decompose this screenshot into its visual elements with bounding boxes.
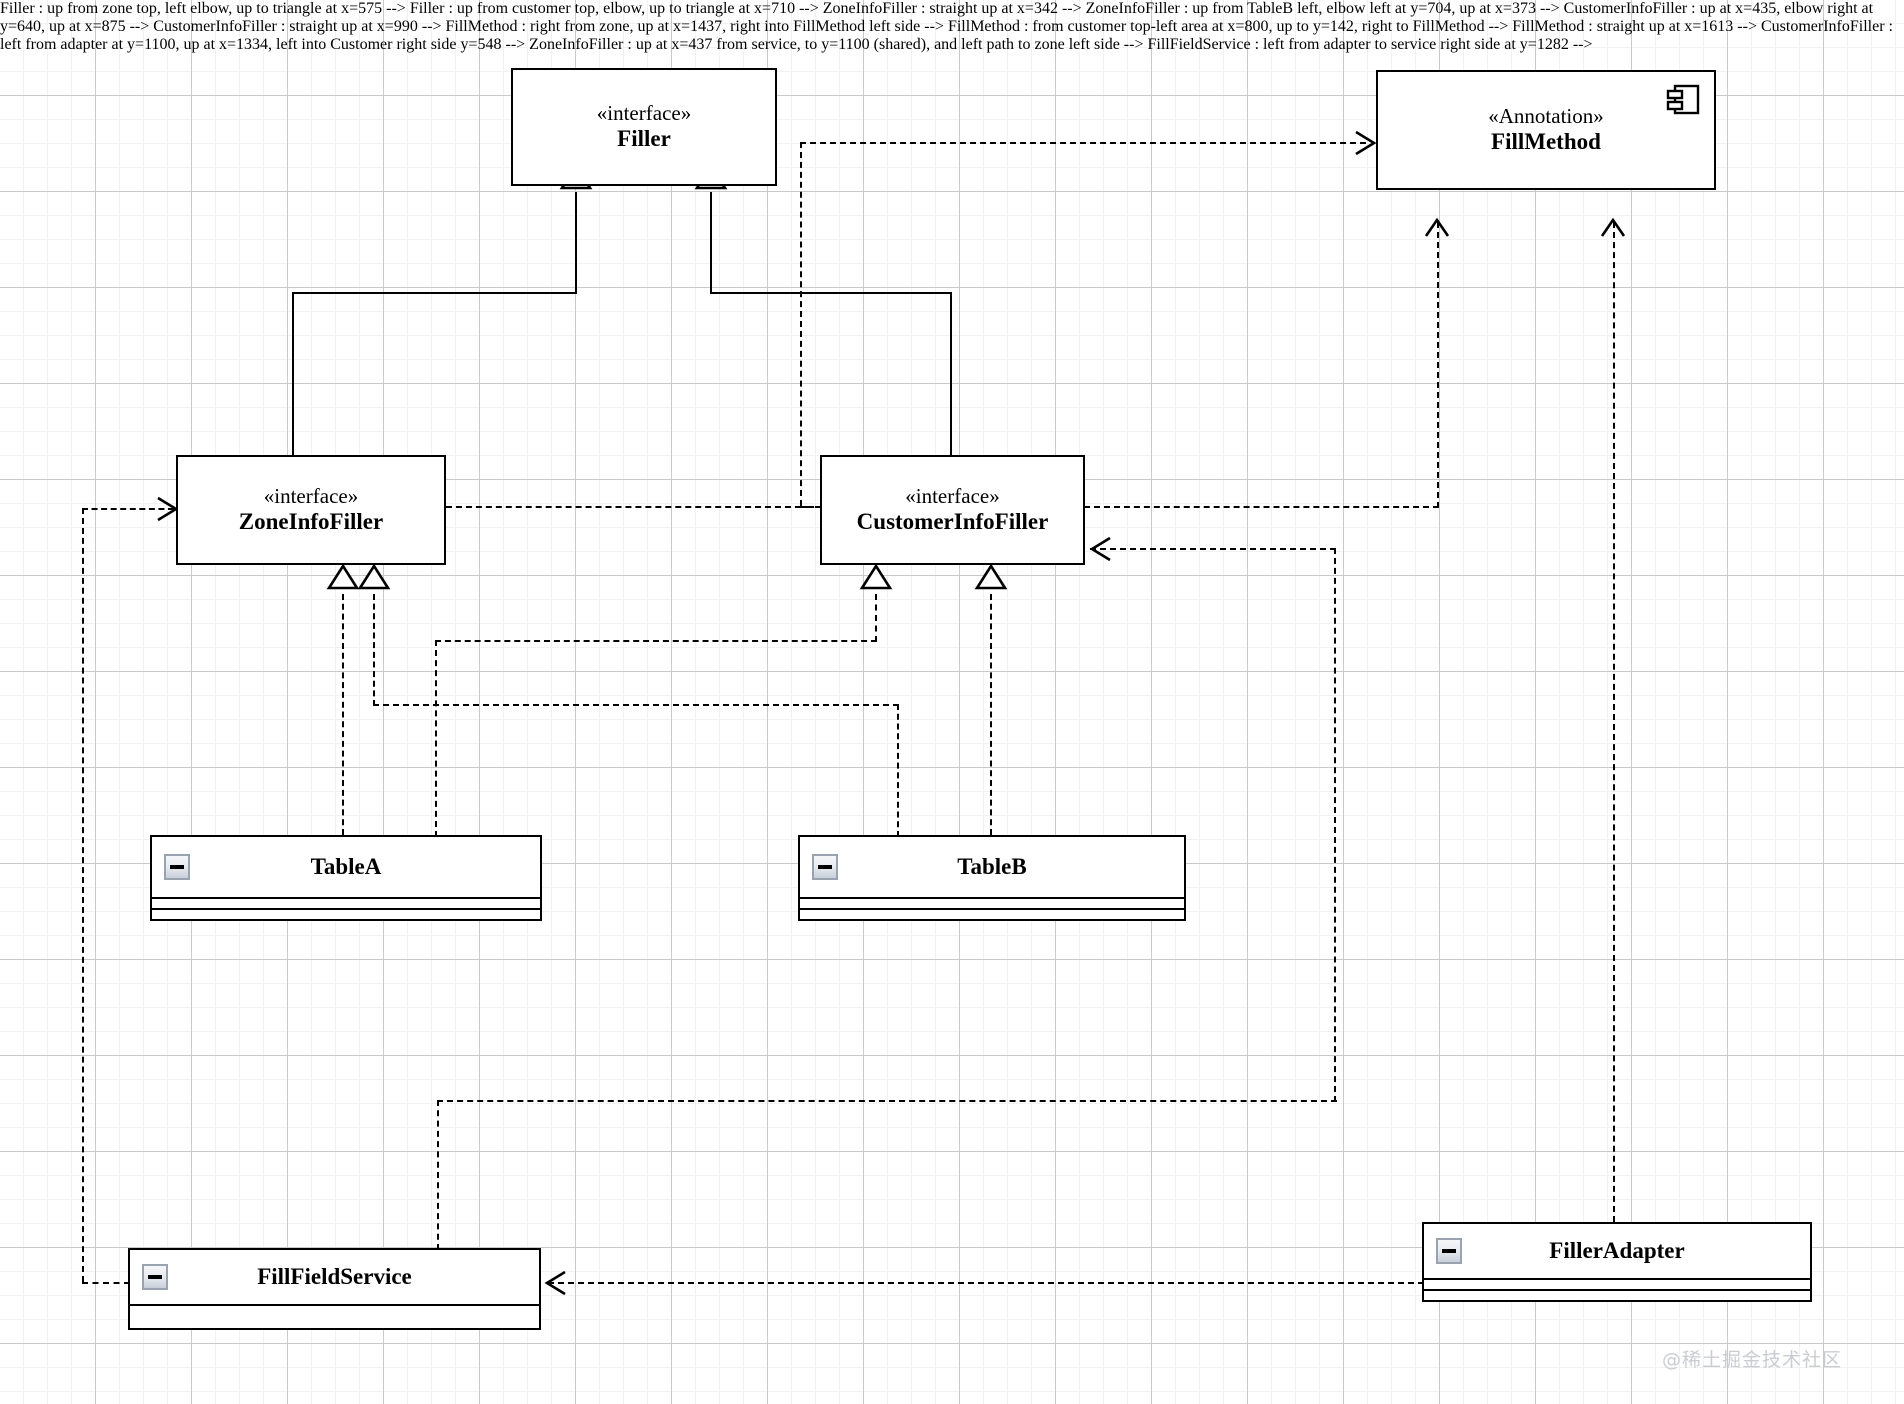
filler-stereotype: «interface» xyxy=(596,101,692,126)
edge-service-uses-zone-vert1 xyxy=(437,1100,439,1250)
edge-zone-extends-filler-vert1 xyxy=(292,292,294,457)
node-filler-adapter[interactable]: FillerAdapter xyxy=(1422,1222,1812,1302)
edge-tablea-realizes-customer-vert2 xyxy=(875,594,877,642)
node-customer-info-filler[interactable]: «interface» CustomerInfoFiller xyxy=(820,455,1085,565)
node-zone-info-filler[interactable]: «interface» ZoneInfoFiller xyxy=(176,455,446,565)
edge-tableb-realizes-customer xyxy=(990,594,992,835)
table-b-title-row: TableB xyxy=(800,837,1184,897)
fill-field-service-members-compartment xyxy=(130,1304,539,1328)
edge-adapter-uses-customer-vert xyxy=(1334,548,1336,1102)
table-b-name: TableB xyxy=(957,854,1027,879)
edge-customer-extends-filler-horiz xyxy=(710,292,952,294)
dependency-arrow-adapter-to-customer xyxy=(1088,536,1114,564)
dependency-arrow-customer-to-fillmethod xyxy=(1355,130,1378,158)
edge-service-uses-zone-horiz-bottom xyxy=(82,1282,130,1284)
table-b-attributes-compartment xyxy=(800,897,1184,908)
edge-adapter-uses-service xyxy=(548,1282,1424,1284)
table-a-title-row: TableA xyxy=(152,837,540,897)
fill-field-service-name: FillFieldService xyxy=(257,1264,412,1289)
edge-tableb-realizes-zone-vert2 xyxy=(373,594,375,706)
edge-adapter-uses-fillmethod xyxy=(1613,222,1615,1222)
filler-adapter-attributes-compartment xyxy=(1424,1278,1810,1289)
edge-zone-extends-filler-vert2 xyxy=(575,192,577,294)
dependency-arrow-zone-to-fillmethod xyxy=(1424,217,1452,244)
fill-method-stereotype: «Annotation» xyxy=(1488,104,1604,129)
edge-zone-uses-fillmethod-vert xyxy=(1437,222,1439,508)
table-a-operations-compartment xyxy=(152,908,540,919)
watermark: @稀土掘金技术社区 xyxy=(1662,1349,1843,1371)
edge-tableb-realizes-zone-vert1 xyxy=(897,704,899,837)
edge-customer-extends-filler-vert1 xyxy=(950,292,952,457)
edge-service-uses-zone-horiz-top xyxy=(82,508,174,510)
edge-tablea-realizes-zone xyxy=(342,594,344,835)
node-filler[interactable]: «interface» Filler xyxy=(511,68,777,186)
node-table-b[interactable]: TableB xyxy=(798,835,1186,921)
node-table-a[interactable]: TableA xyxy=(150,835,542,921)
edge-customer-extends-filler-vert2 xyxy=(710,192,712,294)
fill-method-name: FillMethod xyxy=(1491,129,1601,155)
edge-customer-uses-fillmethod-horiz xyxy=(800,142,1366,144)
zone-info-filler-name: ZoneInfoFiller xyxy=(238,509,384,535)
fill-field-service-title-row: FillFieldService xyxy=(130,1250,539,1304)
edge-tableb-realizes-zone-horiz xyxy=(373,704,899,706)
edge-zone-extends-filler-horiz xyxy=(292,292,577,294)
customer-info-filler-name: CustomerInfoFiller xyxy=(856,509,1049,535)
edge-customer-uses-fillmethod-vert xyxy=(800,142,802,506)
node-fill-field-service[interactable]: FillFieldService xyxy=(128,1248,541,1330)
table-a-name: TableA xyxy=(310,854,382,879)
table-a-attributes-compartment xyxy=(152,897,540,908)
edge-tablea-realizes-customer-horiz xyxy=(435,640,877,642)
collapse-icon[interactable] xyxy=(142,1264,168,1290)
edge-tablea-realizes-customer-vert1 xyxy=(435,640,437,837)
table-b-operations-compartment xyxy=(800,908,1184,919)
collapse-icon[interactable] xyxy=(164,854,190,880)
edge-service-uses-zone-vert-left xyxy=(82,508,84,1282)
filler-adapter-name: FillerAdapter xyxy=(1549,1238,1685,1263)
node-fill-method[interactable]: «Annotation» FillMethod xyxy=(1376,70,1716,190)
filler-adapter-title-row: FillerAdapter xyxy=(1424,1224,1810,1278)
filler-adapter-operations-compartment xyxy=(1424,1289,1810,1300)
component-icon xyxy=(1666,83,1700,117)
customer-info-filler-stereotype: «interface» xyxy=(905,484,1000,509)
edge-adapter-uses-customer-horiz1 xyxy=(437,1100,1337,1102)
zone-info-filler-stereotype: «interface» xyxy=(263,484,359,509)
collapse-icon[interactable] xyxy=(812,854,838,880)
filler-name: Filler xyxy=(617,126,671,152)
dependency-arrow-adapter-to-service xyxy=(543,1270,569,1298)
edge-adapter-uses-customer-horiz2 xyxy=(1090,548,1336,550)
edge-customer-uses-fillmethod-stub xyxy=(800,506,822,508)
dependency-arrow-adapter-to-fillmethod xyxy=(1600,217,1628,244)
collapse-icon[interactable] xyxy=(1436,1238,1462,1264)
